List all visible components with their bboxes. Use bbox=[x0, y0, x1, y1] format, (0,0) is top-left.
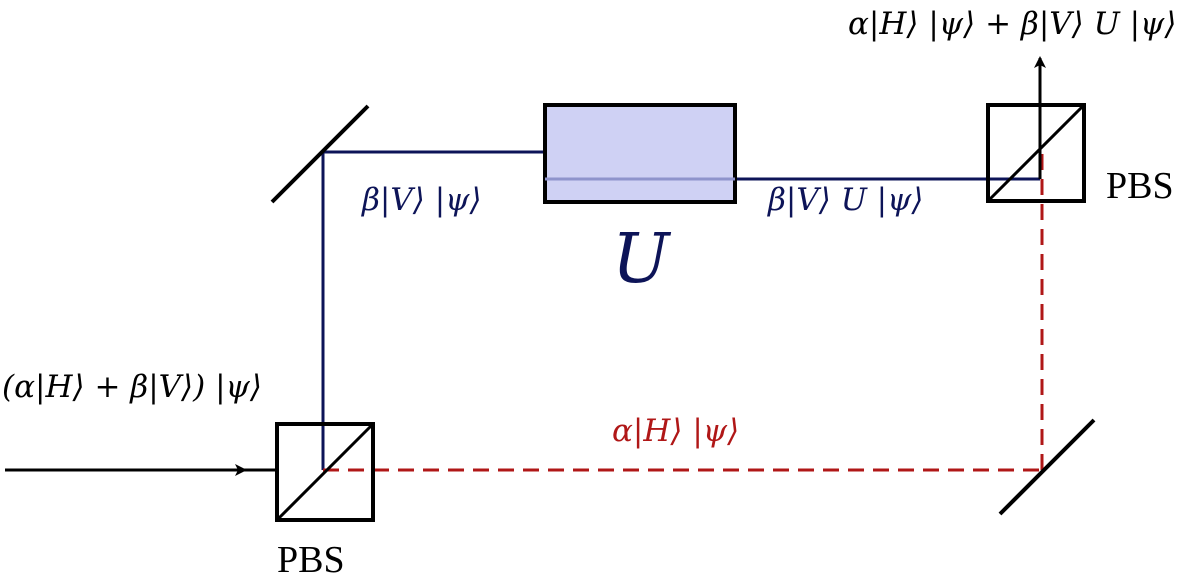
pbs-output-diagonal bbox=[986, 103, 1086, 203]
pbs-output-cube bbox=[986, 103, 1086, 203]
mirror-bottom-right bbox=[998, 418, 1096, 516]
pbs-input-diagonal bbox=[275, 422, 375, 522]
mirror-top-left bbox=[270, 104, 370, 204]
unitary-label: U bbox=[612, 220, 672, 299]
output-state-label: α|H⟩ |ψ⟩ + β|V⟩ U |ψ⟩ bbox=[848, 6, 1176, 42]
pbs-input-cube bbox=[275, 422, 375, 522]
upper-arm-before-unitary-label: β|V⟩ |ψ⟩ bbox=[361, 182, 482, 218]
v-path-mirror-link bbox=[323, 152, 545, 179]
unitary-box bbox=[543, 103, 737, 204]
lower-arm-label: α|H⟩ |ψ⟩ bbox=[612, 413, 739, 449]
pbs-input-label: PBS bbox=[277, 539, 345, 580]
input-state-label: (α|H⟩ + β|V⟩) |ψ⟩ bbox=[2, 369, 262, 405]
pbs-output-label: PBS bbox=[1106, 165, 1174, 207]
upper-arm-after-unitary-label: β|V⟩ U |ψ⟩ bbox=[767, 182, 924, 218]
